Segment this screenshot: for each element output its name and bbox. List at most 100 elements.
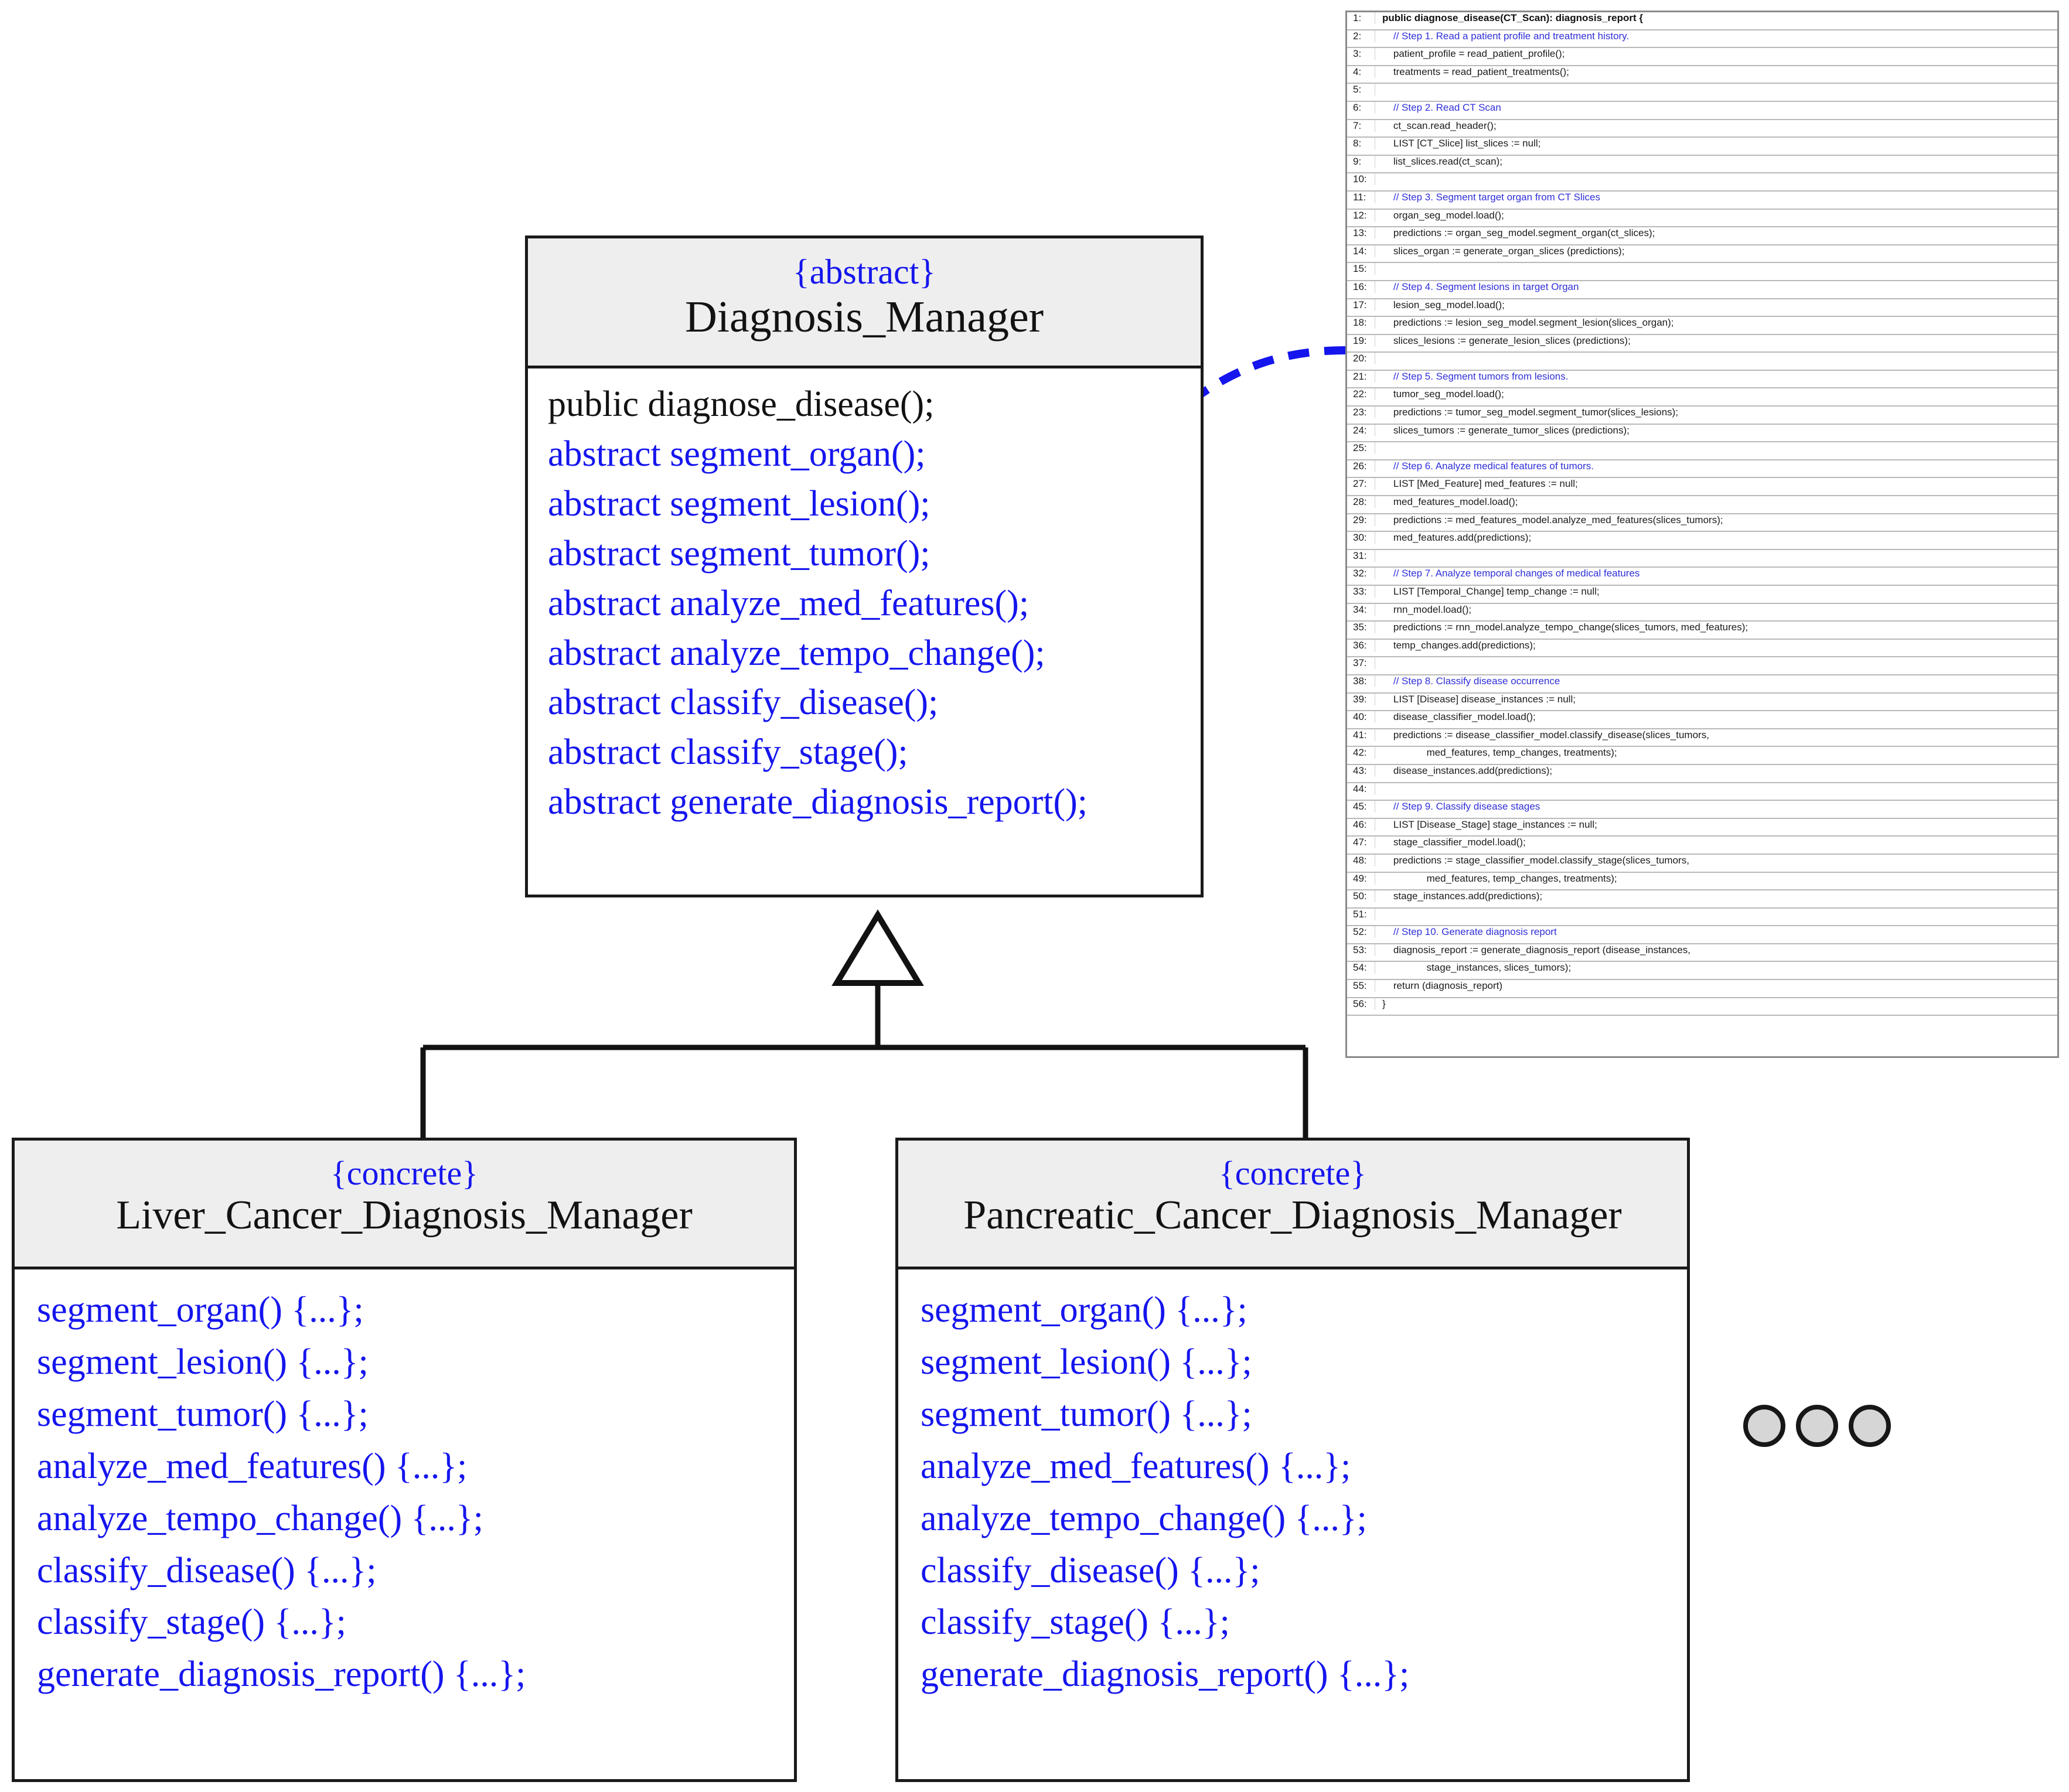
code-line-number: 53: [1347,944,1375,956]
circle-icon [1849,1405,1891,1447]
code-line-number: 37: [1347,657,1375,670]
method-item: segment_lesion() {...}; [37,1342,369,1382]
code-line-number: 39: [1347,693,1375,705]
code-line-number: 49: [1347,872,1375,885]
class-name: Diagnosis_Manager [684,292,1044,342]
code-line-source: LIST [CT_Slice] list_slices := null; [1382,138,1541,149]
code-line-number: 40: [1347,711,1375,723]
code-line: 13: predictions := organ_seg_model.segme… [1347,227,2057,245]
code-line-number: 54: [1347,962,1375,974]
code-line-number: 56: [1347,998,1375,1010]
code-line: 17: lesion_seg_model.load(); [1347,299,2057,318]
class-box-diagnosis-manager[interactable]: {abstract} Diagnosis_Manager public diag… [525,235,1204,897]
code-line: 10: [1347,173,2057,192]
code-line-number: 16: [1347,281,1375,293]
code-line: 15: [1347,263,2057,281]
code-line: 23: predictions := tumor_seg_model.segme… [1347,407,2057,425]
code-line: 53: diagnosis_report := generate_diagnos… [1347,944,2057,962]
code-line: 54: stage_instances, slices_tumors); [1347,962,2057,981]
code-line-source: slices_organ := generate_organ_slices (p… [1382,245,1625,257]
code-line-number: 36: [1347,639,1375,651]
class-method-list: segment_organ() {...}; segment_lesion() … [898,1269,1687,1697]
code-line: 55: return (diagnosis_report) [1347,980,2057,998]
code-line-source: treatments = read_patient_treatments(); [1382,66,1569,77]
class-box-pancreatic-cancer-diagnosis-manager[interactable]: {concrete} Pancreatic_Cancer_Diagnosis_M… [895,1138,1690,1782]
code-line-source: diagnosis_report := generate_diagnosis_r… [1382,944,1690,955]
code-line: 9: list_slices.read(ct_scan); [1347,155,2057,174]
pseudocode-panel[interactable]: 1:public diagnose_disease(CT_Scan): diag… [1345,11,2059,1058]
code-line-number: 51: [1347,908,1375,920]
code-line: 24: slices_tumors := generate_tumor_slic… [1347,424,2057,443]
code-line: 27: LIST [Med_Feature] med_features := n… [1347,478,2057,497]
code-line-number: 8: [1347,138,1375,150]
code-line-number: 55: [1347,980,1375,992]
code-line: 20: [1347,353,2057,371]
code-line-number: 45: [1347,801,1375,813]
method-item: analyze_tempo_change() {...}; [921,1498,1367,1538]
code-line: 14: slices_organ := generate_organ_slice… [1347,245,2057,264]
code-line: 49: med_features, temp_changes, treatmen… [1347,872,2057,891]
code-line-number: 25: [1347,442,1375,455]
method-item: abstract classify_disease(); [548,682,939,723]
code-line: 30: med_features.add(predictions); [1347,532,2057,550]
code-line-number: 50: [1347,890,1375,903]
code-line: 12: organ_seg_model.load(); [1347,209,2057,228]
code-line-source: LIST [Med_Feature] med_features := null; [1382,478,1578,490]
code-line: 52: // Step 10. Generate diagnosis repor… [1347,926,2057,944]
code-line-source: // Step 3. Segment target organ from CT … [1382,191,1600,203]
code-line-number: 43: [1347,764,1375,777]
class-box-liver-cancer-diagnosis-manager[interactable]: {concrete} Liver_Cancer_Diagnosis_Manage… [12,1138,797,1782]
code-line: 11: // Step 3. Segment target organ from… [1347,191,2057,210]
code-line-source: // Step 9. Classify disease stages [1382,801,1540,813]
code-line-source: ct_scan.read_header(); [1382,120,1497,131]
code-line: 1:public diagnose_disease(CT_Scan): diag… [1347,12,2057,30]
code-line-source: // Step 6. Analyze medical features of t… [1382,460,1594,472]
class-stereotype: {abstract} [792,252,936,291]
code-line-source: disease_instances.add(predictions); [1382,764,1553,776]
code-line-source: med_features_model.load(); [1382,496,1518,508]
code-line-number: 15: [1347,263,1375,275]
circle-icon [1796,1405,1838,1447]
code-line-source: // Step 2. Read CT Scan [1382,101,1501,113]
class-header-pancreatic: {concrete} Pancreatic_Cancer_Diagnosis_M… [898,1141,1687,1269]
code-line-number: 52: [1347,926,1375,938]
code-line: 28: med_features_model.load(); [1347,496,2057,514]
code-line-number: 31: [1347,549,1375,562]
code-line-source: LIST [Disease_Stage] stage_instances := … [1382,818,1597,830]
code-line: 7: ct_scan.read_header(); [1347,120,2057,138]
code-line-source: predictions := organ_seg_model.segment_o… [1382,227,1655,239]
code-line-number: 10: [1347,173,1375,186]
method-item: analyze_tempo_change() {...}; [37,1498,483,1538]
code-line-number: 17: [1347,299,1375,311]
code-line: 3: patient_profile = read_patient_profil… [1347,48,2057,66]
code-line-source: predictions := stage_classifier_model.cl… [1382,854,1689,866]
code-line: 8: LIST [CT_Slice] list_slices := null; [1347,138,2057,156]
code-line: 46: LIST [Disease_Stage] stage_instances… [1347,818,2057,837]
code-line: 32: // Step 7. Analyze temporal changes … [1347,568,2057,586]
code-line: 4: treatments = read_patient_treatments(… [1347,66,2057,84]
code-line: 31: [1347,549,2057,568]
code-line-source: rnn_model.load(); [1382,603,1472,615]
code-line-number: 21: [1347,370,1375,383]
ellipsis-circles [1743,1405,1891,1447]
code-line-number: 5: [1347,84,1375,96]
class-header-liver: {concrete} Liver_Cancer_Diagnosis_Manage… [15,1141,794,1269]
method-item: classify_disease() {...}; [921,1550,1260,1590]
class-name: Pancreatic_Cancer_Diagnosis_Manager [963,1192,1622,1238]
class-method-list: segment_organ() {...}; segment_lesion() … [15,1269,794,1697]
code-line: 37: [1347,657,2057,675]
code-line-number: 19: [1347,334,1375,347]
code-line: 48: predictions := stage_classifier_mode… [1347,854,2057,873]
code-line-number: 28: [1347,496,1375,508]
code-line-source: stage_classifier_model.load(); [1382,837,1526,848]
code-line-number: 47: [1347,837,1375,849]
code-line-source: stage_instances.add(predictions); [1382,890,1543,902]
code-line: 21: // Step 5. Segment tumors from lesio… [1347,370,2057,389]
method-item: abstract segment_organ(); [548,434,926,474]
code-line-source: // Step 1. Read a patient profile and tr… [1382,30,1630,42]
code-line: 5: [1347,84,2057,102]
code-line-number: 12: [1347,209,1375,221]
method-item: generate_diagnosis_report() {...}; [921,1654,1410,1695]
code-line-source: list_slices.read(ct_scan); [1382,155,1503,167]
code-line-number: 44: [1347,783,1375,795]
